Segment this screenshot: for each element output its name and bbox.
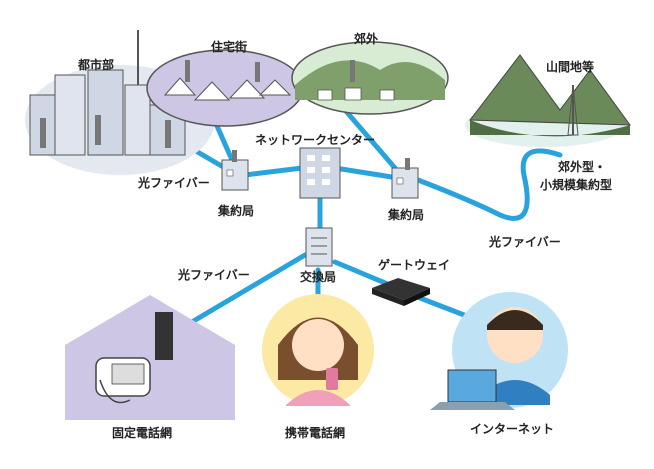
aggregation-left-label: 集約局 bbox=[218, 204, 255, 218]
small-aggregation-label: 小規模集約型 bbox=[540, 178, 613, 192]
suburb-illustration bbox=[291, 41, 449, 115]
residential-label: 住宅街 bbox=[211, 40, 248, 54]
network-center-label: ネットワークセンター bbox=[255, 133, 376, 147]
fiber-right-label: 光ファイバー bbox=[489, 235, 561, 249]
mountain-label: 山間地等 bbox=[546, 60, 595, 74]
aggregation-station-right bbox=[391, 158, 419, 199]
residential-illustration bbox=[146, 49, 304, 127]
fiber-center-label: 光ファイバー bbox=[178, 268, 250, 282]
aggregation-right-label: 集約局 bbox=[388, 208, 425, 222]
network-center-building bbox=[299, 147, 341, 199]
fiber-left-label: 光ファイバー bbox=[138, 176, 210, 190]
fixed-phone-label: 固定電話網 bbox=[112, 426, 173, 440]
gateway-label: ゲートウェイ bbox=[378, 258, 451, 272]
exchange-label: 交換局 bbox=[300, 270, 337, 284]
mobile-person-illustration bbox=[262, 294, 374, 406]
link-center-agg-right bbox=[332, 165, 401, 181]
link-suburb-agg-right bbox=[342, 107, 398, 171]
internet-label: インターネット bbox=[470, 422, 555, 436]
mobile-phone-label: 携帯電話網 bbox=[285, 426, 346, 440]
suburban-type-label: 郊外型・ bbox=[558, 160, 607, 174]
link-agg-left-center bbox=[242, 165, 305, 178]
mountain-illustration bbox=[465, 54, 632, 147]
city-label: 都市部 bbox=[78, 58, 115, 72]
home-illustration bbox=[65, 295, 235, 420]
internet-person-illustration bbox=[430, 292, 568, 410]
gateway-device bbox=[372, 278, 430, 306]
aggregation-station-left bbox=[221, 150, 249, 191]
exchange-building bbox=[305, 227, 333, 267]
suburb-label: 郊外 bbox=[354, 32, 379, 46]
link-agg-right-mountain bbox=[415, 148, 563, 221]
link-exchange-gateway bbox=[332, 259, 393, 288]
